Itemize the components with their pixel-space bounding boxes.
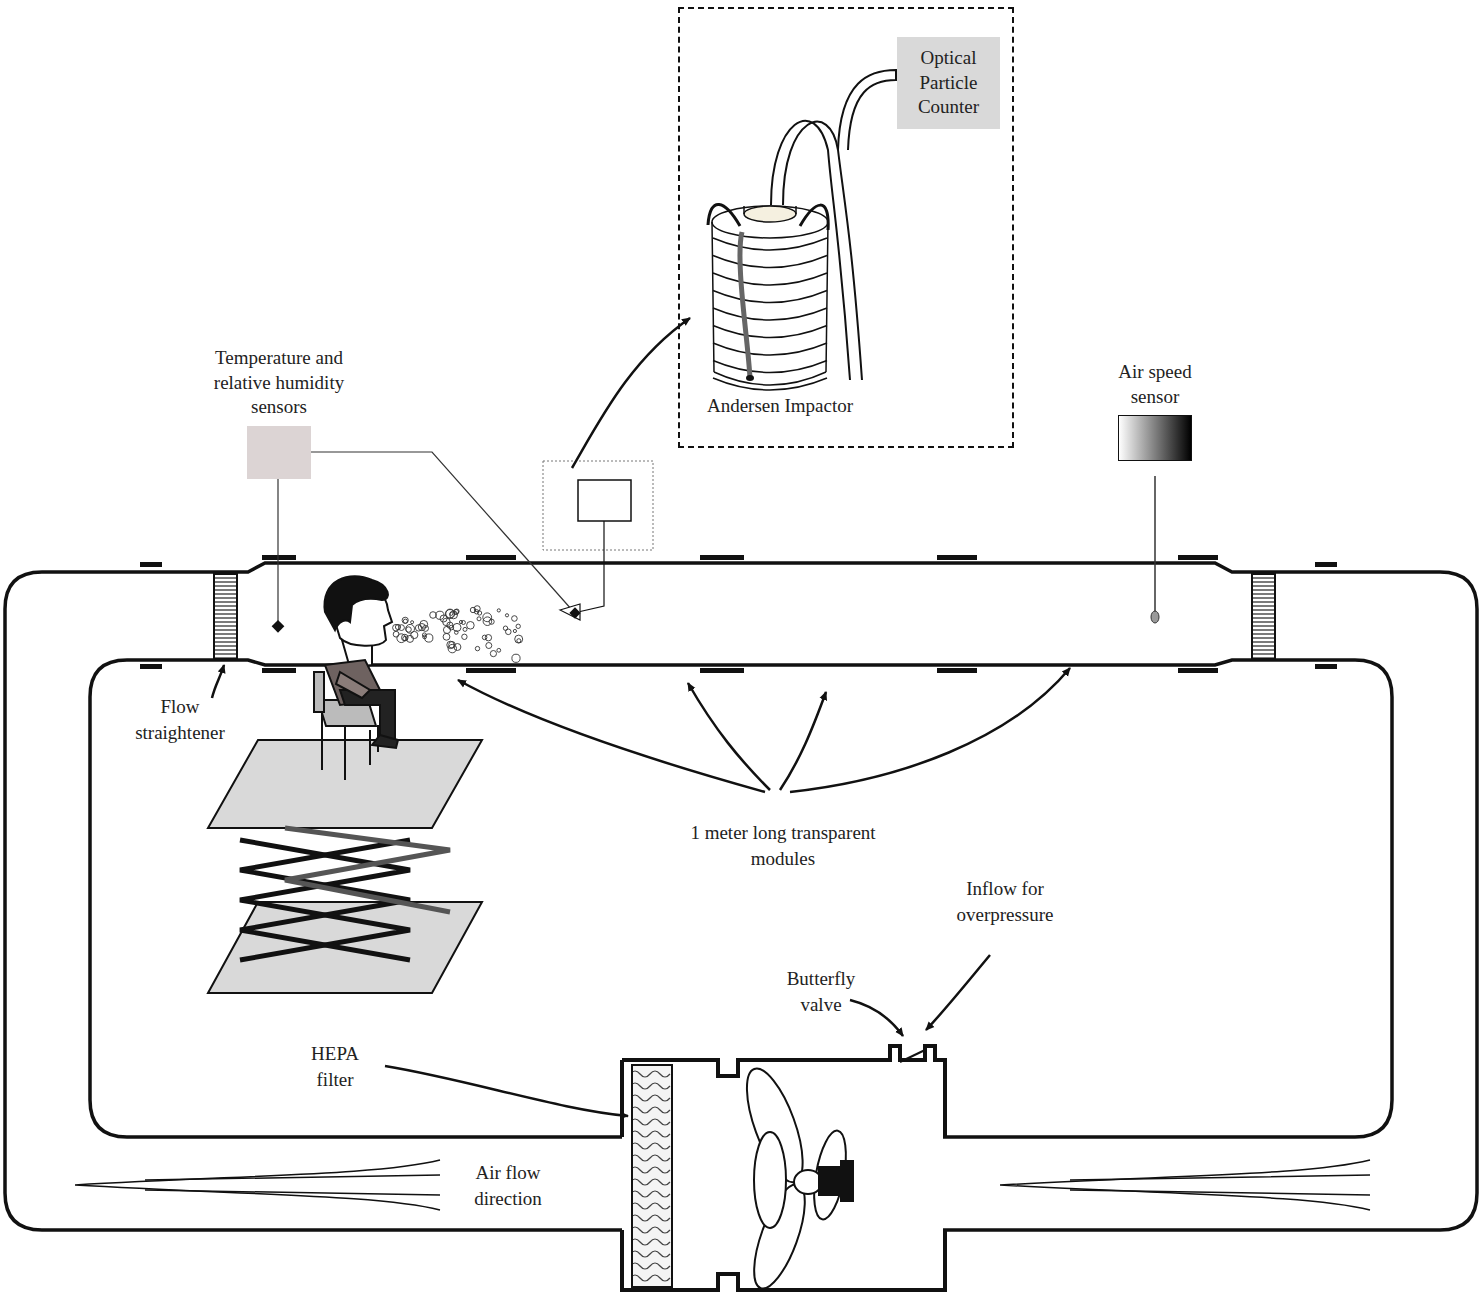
impactor-stage [713,291,827,303]
droplet [443,626,450,633]
part-label: Air flow direction [462,1160,554,1211]
droplet [467,622,475,630]
part-label: HEPA filter [304,1041,366,1092]
impactor-stage [713,378,827,390]
node-text: Air speed sensor [1100,360,1210,409]
droplet [477,617,481,621]
sensor-box [247,426,311,479]
droplet [411,621,414,624]
part-label: Inflow for overpressure [944,876,1066,927]
node-text: Temperature and relative humidity sensor… [198,346,360,420]
droplet [459,620,462,623]
droplet [425,634,433,642]
droplet [447,641,454,648]
droplet [512,654,520,662]
droplet [483,617,492,626]
droplet [440,615,447,622]
droplet [411,631,418,638]
droplet [512,616,518,622]
droplet [497,609,500,612]
droplet [443,633,450,640]
impactor-stage [713,343,827,355]
impactor-cap-side [744,206,796,214]
impactor-stage [713,256,827,268]
droplet [453,623,461,631]
part-label: Butterfly valve [777,966,865,1017]
droplet [517,639,521,643]
node-text: Andersen Impactor [680,394,880,419]
droplet [463,627,467,631]
droplet [478,611,482,615]
droplet [399,625,405,631]
droplet [486,643,492,649]
temperature-sensor: Temperature and relative humidity sensor… [198,346,360,479]
droplet [475,646,479,650]
droplet [403,619,407,623]
droplet [515,635,523,643]
droplet [407,635,414,642]
impactor-stage [713,238,827,250]
impactor-stage [713,361,827,373]
droplet [505,614,508,617]
impactor-stage [713,326,827,338]
droplet [454,644,461,651]
droplet [420,620,428,628]
part-label: Flow straightener [124,694,236,745]
droplet [470,607,475,612]
droplet [516,624,520,628]
impactor-side [712,222,828,372]
droplet [393,631,399,637]
sensor-box [1118,415,1192,461]
part-label: 1 meter long transparent modules [690,820,876,871]
droplet [490,651,496,657]
droplet [462,634,467,639]
air-speed-sensor: Air speed sensor [1100,360,1210,461]
droplet [497,648,501,652]
impactor-stage [713,308,827,320]
droplet [406,627,411,632]
droplet [430,612,437,619]
node-text: Optical Particle Counter [901,46,996,120]
droplet [482,635,487,640]
droplet [402,617,408,623]
droplet [513,629,516,632]
impactor-cap [744,206,796,222]
impactor-base [714,372,826,385]
impactor-panel: Andersen Impactor Optical Particle Counte… [678,7,1014,448]
particle-counter-box: Optical Particle Counter [897,37,1000,129]
impactor-stage [713,273,827,285]
droplet [418,624,425,631]
droplet [397,634,406,643]
droplet [506,629,512,635]
